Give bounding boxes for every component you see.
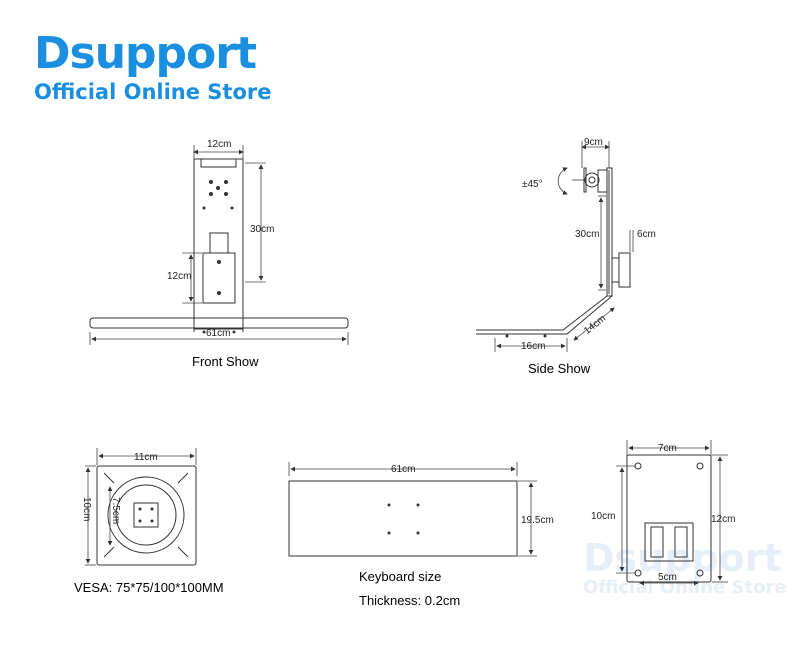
side-base: 16cm xyxy=(521,341,545,352)
base-height: 12cm xyxy=(711,514,735,525)
front-view: 12cm 30cm 12cm 61cm Front Show xyxy=(89,139,349,369)
front-plate-height: 12cm xyxy=(167,271,191,282)
watermark-name: Dsupport xyxy=(583,536,782,580)
side-caption: Side Show xyxy=(528,361,591,376)
side-tilt: ±45° xyxy=(522,179,543,190)
side-offset: 6cm xyxy=(637,229,656,240)
keyboard-caption-thickness: Thickness: 0.2cm xyxy=(359,593,460,608)
front-base-width: 61cm xyxy=(206,328,230,339)
base-mount-block xyxy=(644,522,694,562)
keyboard-caption-size: Keyboard size xyxy=(359,569,441,584)
base-plate: 7cm 10cm 12cm 5cm xyxy=(591,440,735,586)
vesa-inner: 7.5cm xyxy=(110,497,121,524)
brand-name: Dsupport xyxy=(34,28,257,79)
side-height: 30cm xyxy=(575,229,599,240)
base-width: 7cm xyxy=(658,443,677,454)
vesa-plate: 11cm 10cm 7.5cm VESA: 75*75/100*100MM xyxy=(74,448,224,595)
vesa-height: 10cm xyxy=(81,497,92,521)
front-top-width: 12cm xyxy=(207,139,231,150)
side-view: 9cm ±45° 30cm 6cm 14cm 16cm xyxy=(476,137,656,376)
brand-logo: Dsupport Official Online Store xyxy=(34,28,272,105)
front-caption: Front Show xyxy=(192,354,259,369)
vesa-width: 11cm xyxy=(134,452,158,463)
base-inner-height: 10cm xyxy=(591,511,615,522)
brand-tagline: Official Online Store xyxy=(34,80,272,104)
keyboard-panel xyxy=(288,480,518,557)
keyboard-depth: 19.5cm xyxy=(521,515,554,526)
side-top-width: 9cm xyxy=(584,137,603,148)
front-height: 30cm xyxy=(250,224,274,235)
side-column xyxy=(606,167,613,297)
vesa-caption: VESA: 75*75/100*100MM xyxy=(74,580,224,595)
base-outline xyxy=(626,454,712,583)
base-hole-spacing: 5cm xyxy=(658,572,677,583)
front-plate xyxy=(202,252,236,304)
vesa-square xyxy=(96,465,197,566)
side-arm: 14cm xyxy=(582,313,608,337)
front-base-bar xyxy=(89,317,349,329)
keyboard-tray: 61cm 19.5cm Keyboard size Thickness: 0.2… xyxy=(288,462,554,608)
keyboard-width: 61cm xyxy=(391,464,415,475)
